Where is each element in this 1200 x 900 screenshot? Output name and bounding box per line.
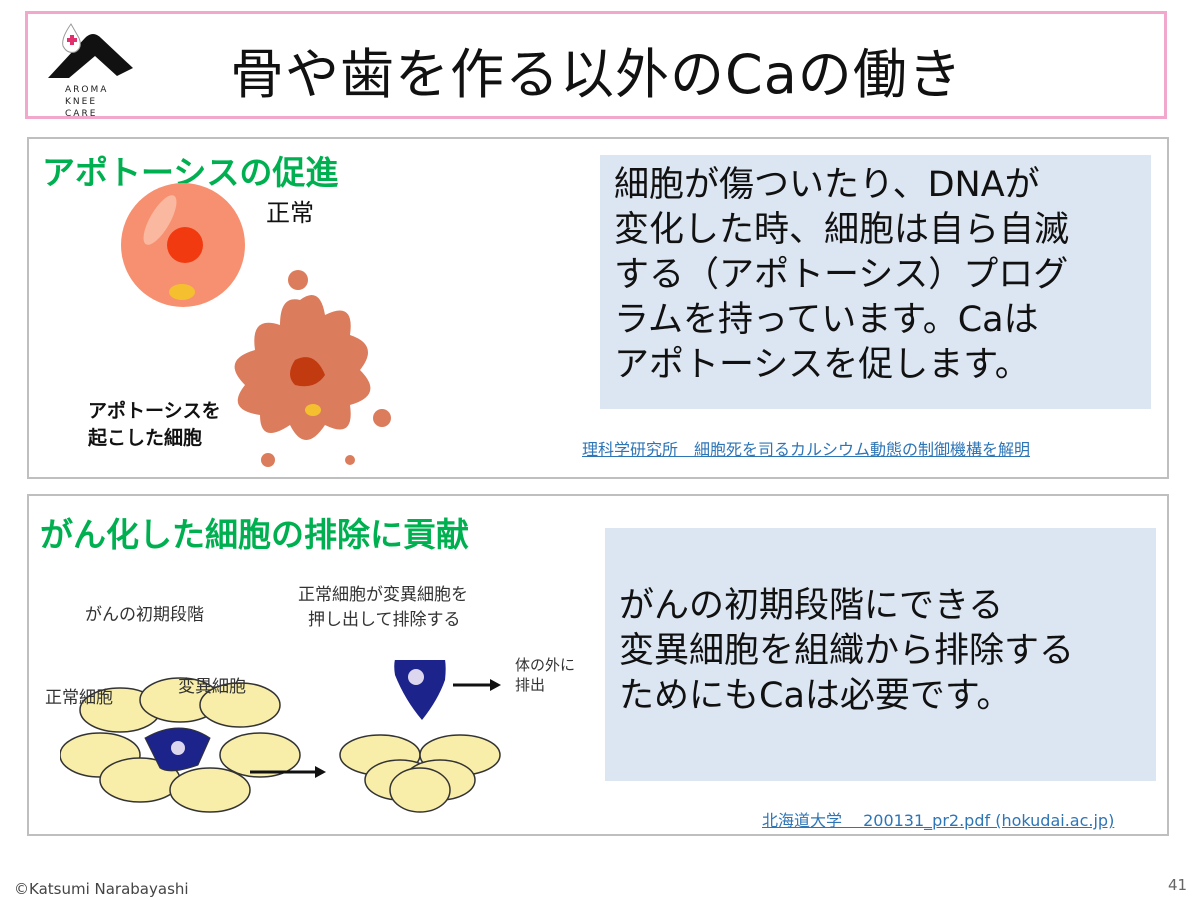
apoptotic-cell-label: アポトーシスを 起こした細胞 — [88, 398, 221, 452]
caption-line: 押し出して排除する — [308, 610, 461, 630]
logo-line: KNEE — [65, 97, 98, 107]
hokudai-source-link[interactable]: 北海道大学 200131_pr2.pdf (hokudai.ac.jp) — [762, 811, 1115, 830]
section-heading: がん化した細胞の排除に貢献 — [40, 515, 469, 554]
text-line: 変異細胞を組織から排除する — [619, 631, 1075, 671]
page-number: 41 — [1168, 876, 1188, 894]
label-line: 起こした細胞 — [88, 427, 203, 449]
title-box — [25, 11, 1167, 119]
cell-illustration — [121, 183, 391, 467]
expel-label: 体の外に 排出 — [515, 655, 575, 695]
logo-icon — [48, 23, 133, 78]
riken-source-link[interactable]: 理科学研究所 細胞死を司るカルシウム動態の制御機構を解明 — [582, 440, 1031, 459]
text-line: する（アポトーシス）プログ — [614, 255, 1069, 295]
label-line: 排出 — [515, 676, 546, 694]
apoptosis-description: 細胞が傷ついたり、DNAが 変化した時、細胞は自ら自滅 する（アポトーシス）プロ… — [600, 155, 1151, 409]
text-line: 変化した時、細胞は自ら自滅 — [614, 210, 1070, 250]
text-line: アポトーシスを促します。 — [614, 345, 1030, 385]
caption-line: 正常細胞が変異細胞を — [298, 585, 468, 605]
logo-line: AROMA — [65, 85, 109, 95]
text-line: がんの初期段階にできる — [619, 586, 1004, 626]
page-title: 骨や歯を作る以外のCaの働き — [230, 43, 963, 106]
diagram-caption: 正常細胞が変異細胞を 押し出して排除する — [298, 583, 468, 633]
text-line: ためにもCaは必要です。 — [619, 676, 1012, 716]
label-line: 体の外に — [515, 656, 576, 674]
copyright: ©Katsumi Narabayashi — [14, 880, 189, 898]
cancer-description: がんの初期段階にできる 変異細胞を組織から排除する ためにもCaは必要です。 — [605, 528, 1156, 781]
normal-cell-label: 正常 — [266, 199, 314, 227]
text-line: 細胞が傷ついたり、DNAが — [614, 165, 1040, 205]
logo: AROMA KNEE CARE — [45, 20, 145, 119]
cancer-diagram — [60, 660, 501, 813]
stage-label: がんの初期段階 — [85, 605, 204, 625]
normal-cell-label: 正常細胞 — [45, 688, 113, 708]
nucleus — [167, 227, 203, 263]
mutant-cell-label: 変異細胞 — [178, 677, 246, 697]
label-line: アポトーシスを — [88, 400, 221, 422]
logo-line: CARE — [65, 109, 98, 119]
apoptosis-panel — [27, 137, 1169, 479]
cancer-panel — [27, 494, 1169, 836]
text-line: ラムを持っています。Caは — [614, 300, 1039, 340]
